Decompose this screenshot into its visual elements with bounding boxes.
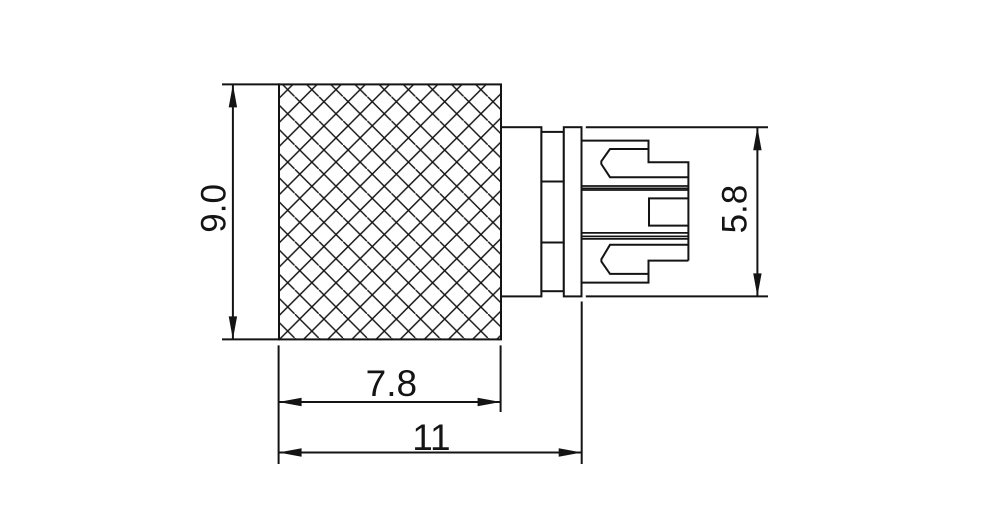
svg-text:9.0: 9.0 <box>195 184 234 233</box>
svg-text:11: 11 <box>412 417 450 458</box>
svg-text:7.8: 7.8 <box>366 363 417 404</box>
svg-text:5.8: 5.8 <box>716 185 755 234</box>
